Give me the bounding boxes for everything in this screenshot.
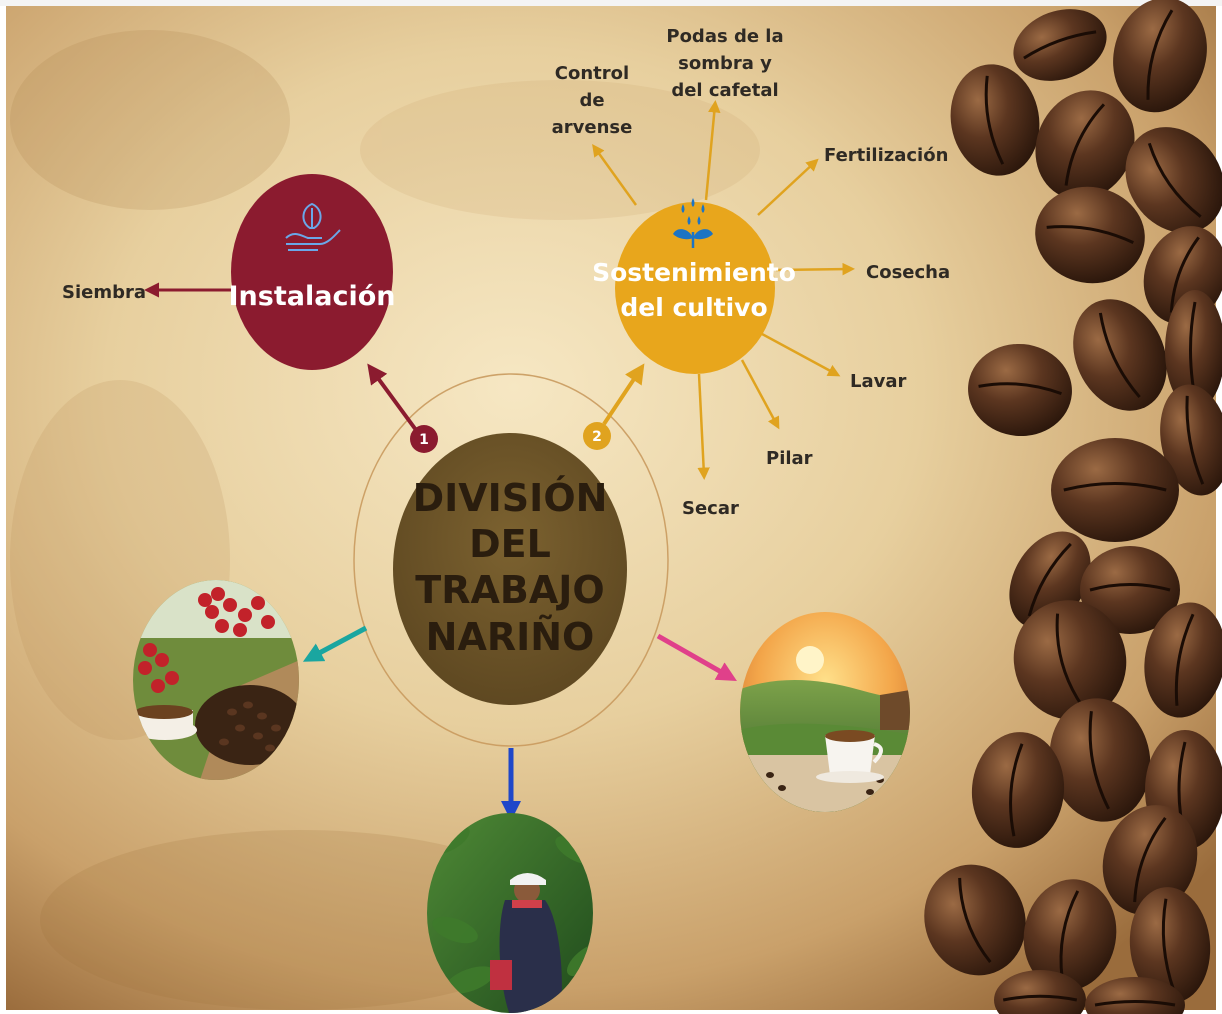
coffee-bean — [1013, 9, 1107, 81]
coffee-bean — [1049, 698, 1151, 822]
coffee-bean — [1080, 546, 1180, 634]
instalacion-node[interactable]: Instalación — [229, 174, 396, 370]
coffee-picker-photo — [427, 813, 593, 1013]
label-lavar: Lavar — [850, 371, 906, 392]
label-control-line-3: arvense — [552, 117, 633, 138]
center-title-line-1: DIVISIÓN — [413, 476, 608, 520]
arrow-to-pilar — [740, 359, 780, 430]
coffee-bean — [1035, 90, 1135, 200]
label-control-line-2: de — [579, 90, 604, 111]
svg-text:2: 2 — [592, 429, 602, 445]
coffee-bean — [1085, 977, 1185, 1014]
coffee-bean — [1051, 438, 1179, 542]
label-podas-line-2: sombra y — [678, 53, 772, 74]
svg-text:1: 1 — [419, 432, 429, 448]
arrow-to-left-photo — [302, 625, 368, 662]
arrow-to-lavar — [761, 332, 841, 377]
coffee-bean — [971, 732, 1065, 848]
coffee-bean — [1035, 186, 1145, 284]
sostenimiento-node[interactable]: Sostenimiento del cultivo — [592, 198, 796, 374]
watering-plant-icon — [673, 198, 713, 248]
coffee-bean — [968, 343, 1072, 437]
label-podas-line-1: Podas de la — [666, 26, 783, 47]
center-title-line-3: TRABAJO — [415, 568, 604, 612]
coffee-bean — [924, 864, 1026, 976]
sostenimiento-title-line-1: Sostenimiento — [592, 258, 796, 287]
arrow-center-to-sostenimiento — [602, 363, 645, 426]
label-podas-line-3: del cafetal — [671, 80, 778, 101]
label-fertilizacion: Fertilización — [824, 145, 948, 166]
arrow-to-secar — [697, 373, 710, 480]
orbit-ring — [353, 373, 669, 747]
coffee-bean — [994, 970, 1086, 1014]
label-control-line-1: Control — [555, 63, 629, 84]
coffee-bean — [1013, 600, 1127, 720]
center-node[interactable]: DIVISIÓN DEL TRABAJO NARIÑO — [393, 433, 627, 705]
coffee-bean — [950, 64, 1040, 176]
coffee-bean — [1160, 384, 1222, 496]
coffee-bean — [1113, 0, 1207, 113]
coffee-bean — [1102, 805, 1198, 915]
coffee-cherries-and-beans-photo — [133, 580, 299, 780]
coffee-bean — [1073, 299, 1167, 411]
label-secar: Secar — [682, 498, 739, 519]
center-title-line-2: DEL — [469, 522, 551, 566]
coffee-bean — [1144, 602, 1222, 718]
label-siembra: Siembra — [62, 282, 146, 303]
label-cosecha: Cosecha — [866, 262, 950, 283]
badge-1: 1 — [410, 425, 438, 453]
coffee-bean — [1125, 127, 1222, 233]
arrow-center-to-instalacion — [367, 363, 418, 432]
center-title-line-4: NARIÑO — [426, 615, 595, 659]
arrow-to-control — [592, 143, 638, 206]
arrow-to-right-photo — [656, 633, 737, 681]
coffee-bean — [1129, 887, 1211, 1003]
coffee-bean — [1023, 879, 1117, 991]
instalacion-title: Instalación — [229, 281, 396, 312]
arrow-to-fertilizacion — [757, 158, 819, 216]
connector-arrows — [144, 100, 855, 821]
coffee-cup-sunrise-photo — [740, 612, 910, 812]
badge-2: 2 — [583, 422, 611, 450]
arrow-to-podas — [704, 100, 721, 201]
arrow-to-cosecha — [775, 262, 855, 276]
hand-seedling-icon — [285, 202, 341, 251]
label-pilar: Pilar — [766, 448, 813, 469]
sostenimiento-title-line-2: del cultivo — [620, 293, 767, 322]
coffee-beans-decoration — [924, 0, 1222, 1014]
